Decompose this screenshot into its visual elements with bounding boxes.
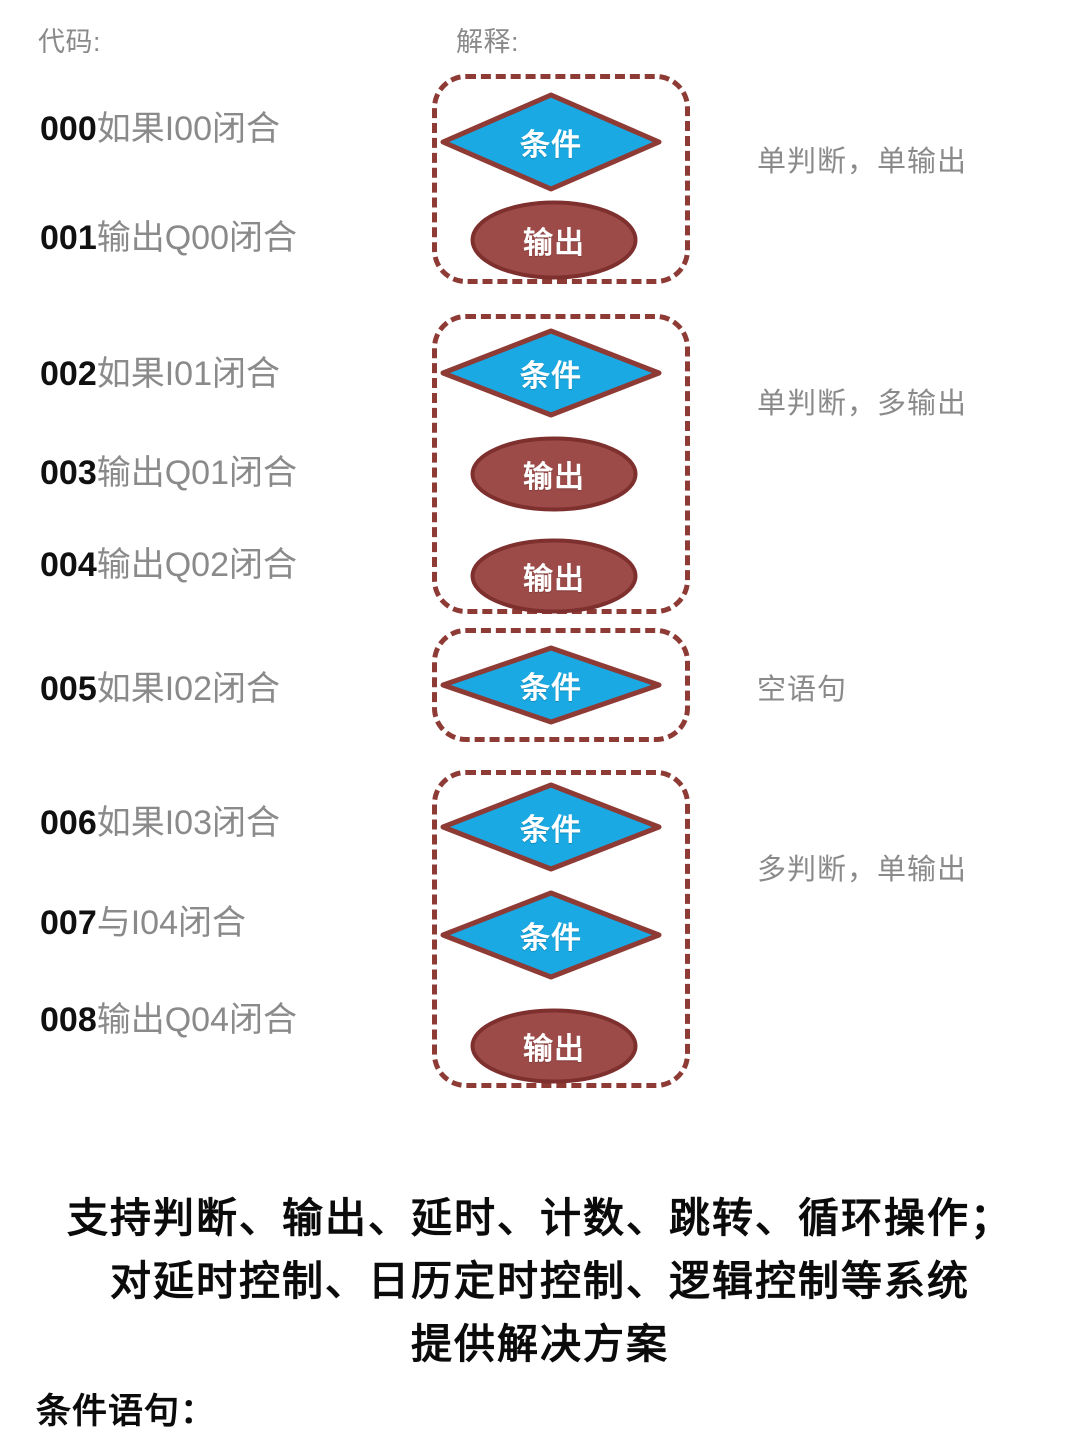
code-line: 001输出Q00闭合 xyxy=(40,221,297,255)
group-box-empty-statement xyxy=(432,628,690,742)
code-line: 003输出Q01闭合 xyxy=(40,456,297,490)
code-line-text: 如果I03闭合 xyxy=(96,804,280,842)
code-line: 005如果I02闭合 xyxy=(40,672,280,706)
group-box-multi-condition-single-output xyxy=(432,770,690,1088)
explanation-note: 空语句 xyxy=(757,674,848,706)
code-line-text: 输出Q00闭合 xyxy=(96,219,297,257)
output-ellipse-shape: 输出 xyxy=(470,1008,638,1084)
summary-line: 支持判断、输出、延时、计数、跳转、循环操作； xyxy=(67,1195,1013,1241)
code-line: 007与I04闭合 xyxy=(40,906,246,940)
code-line-number: 000 xyxy=(40,110,97,148)
code-column-header: 代码: xyxy=(38,27,102,57)
code-line-number: 007 xyxy=(40,904,97,942)
code-line-number: 001 xyxy=(40,219,97,257)
code-line: 008输出Q04闭合 xyxy=(40,1003,297,1037)
code-line-number: 008 xyxy=(40,1001,97,1039)
condition-diamond-shape: 条件 xyxy=(440,645,662,725)
code-line: 004输出Q02闭合 xyxy=(40,548,297,582)
code-line: 002如果I01闭合 xyxy=(40,357,280,391)
explanation-note: 单判断，多输出 xyxy=(757,388,968,420)
code-line-number: 003 xyxy=(40,454,97,492)
group-box-single-condition-single-output xyxy=(432,74,690,284)
code-line-text: 输出Q02闭合 xyxy=(96,546,297,584)
explanation-column-header: 解释: xyxy=(456,27,520,57)
code-line-number: 004 xyxy=(40,546,97,584)
summary-line: 对延时控制、日历定时控制、逻辑控制等系统 xyxy=(110,1258,970,1304)
condition-diamond-shape: 条件 xyxy=(440,92,662,192)
explanation-note: 多判断，单输出 xyxy=(757,854,968,886)
code-line-number: 002 xyxy=(40,355,97,393)
output-ellipse-shape: 输出 xyxy=(470,436,638,512)
code-line-text: 如果I00闭合 xyxy=(96,110,280,148)
condition-diamond-shape: 条件 xyxy=(440,328,662,418)
footer-section-label: 条件语句： xyxy=(36,1392,217,1431)
code-line: 000如果I00闭合 xyxy=(40,112,280,146)
condition-diamond-shape: 条件 xyxy=(440,890,662,980)
code-line-number: 006 xyxy=(40,804,97,842)
code-line-text: 如果I01闭合 xyxy=(96,355,280,393)
code-line-text: 与I04闭合 xyxy=(96,904,246,942)
code-line-text: 输出Q04闭合 xyxy=(96,1001,297,1039)
code-line-number: 005 xyxy=(40,670,97,708)
condition-diamond-shape: 条件 xyxy=(440,782,662,872)
output-ellipse-shape: 输出 xyxy=(470,200,638,280)
explanation-note: 单判断，单输出 xyxy=(757,146,968,178)
code-line-text: 输出Q01闭合 xyxy=(96,454,297,492)
code-line-text: 如果I02闭合 xyxy=(96,670,280,708)
output-ellipse-shape: 输出 xyxy=(470,538,638,614)
code-line: 006如果I03闭合 xyxy=(40,806,280,840)
summary-line: 提供解决方案 xyxy=(411,1321,669,1367)
